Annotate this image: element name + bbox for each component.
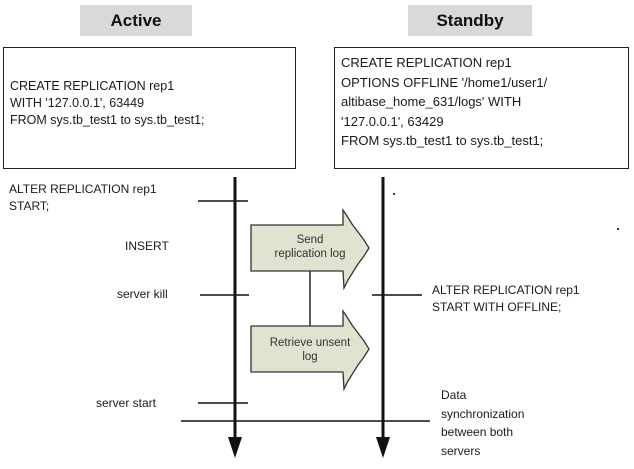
standby-header: Standby	[408, 5, 532, 36]
standby-sql-box: CREATE REPLICATION rep1 OPTIONS OFFLINE …	[334, 47, 629, 169]
active-header: Active	[80, 5, 192, 36]
arrow-label-line: log	[302, 351, 318, 363]
send-log-arrow	[250, 207, 370, 291]
active-sql-line: WITH '127.0.0.1', 63449	[10, 96, 145, 110]
arrow-label-line: Retrieve unsent	[269, 337, 351, 349]
event-alter-start-offline: ALTER REPLICATION rep1 START WITH OFFLIN…	[432, 282, 580, 316]
standby-sql-line: altibase_home_631/logs' WITH	[341, 94, 522, 109]
event-server-kill: server kill	[117, 287, 168, 301]
active-sql-line: FROM sys.tb_test1 to sys.tb_test1;	[10, 113, 205, 127]
event-line: ALTER REPLICATION rep1	[432, 283, 580, 297]
event-insert: INSERT	[125, 239, 169, 253]
dot-mark	[616, 227, 620, 231]
active-sql-line: CREATE REPLICATION rep1	[10, 79, 175, 93]
event-server-start: server start	[96, 396, 157, 410]
sync-note-line: between both	[441, 425, 514, 439]
active-sql-box: CREATE REPLICATION rep1 WITH '127.0.0.1'…	[3, 47, 296, 169]
sync-note-line: Data	[441, 388, 467, 402]
send-log-label: Send replication log	[251, 233, 369, 261]
arrow-label-line: Send	[296, 234, 324, 246]
retrieve-log-label: Retrieve unsent log	[251, 336, 369, 364]
event-alter-start: ALTER REPLICATION rep1 START;	[9, 181, 157, 215]
arrow-label-line: replication log	[274, 248, 346, 260]
event-line: START;	[9, 199, 50, 213]
standby-sql-line: FROM sys.tb_test1 to sys.tb_test1;	[341, 133, 544, 148]
dot-mark	[392, 192, 396, 196]
retrieve-log-arrow	[250, 308, 370, 392]
standby-sql-line: CREATE REPLICATION rep1	[341, 55, 512, 70]
event-line: ALTER REPLICATION rep1	[9, 182, 157, 196]
sync-note-line: synchronization	[441, 406, 525, 421]
standby-sql-line: '127.0.0.1', 63429	[341, 113, 444, 129]
event-line: START WITH OFFLINE;	[432, 300, 562, 314]
sync-note: Data synchronization between both server…	[441, 386, 524, 460]
standby-timeline-arrowhead	[376, 437, 390, 458]
active-timeline-arrowhead	[228, 437, 242, 458]
standby-sql-line: OPTIONS OFFLINE '/home1/user1/	[341, 74, 548, 90]
sync-note-line: servers	[441, 443, 481, 458]
